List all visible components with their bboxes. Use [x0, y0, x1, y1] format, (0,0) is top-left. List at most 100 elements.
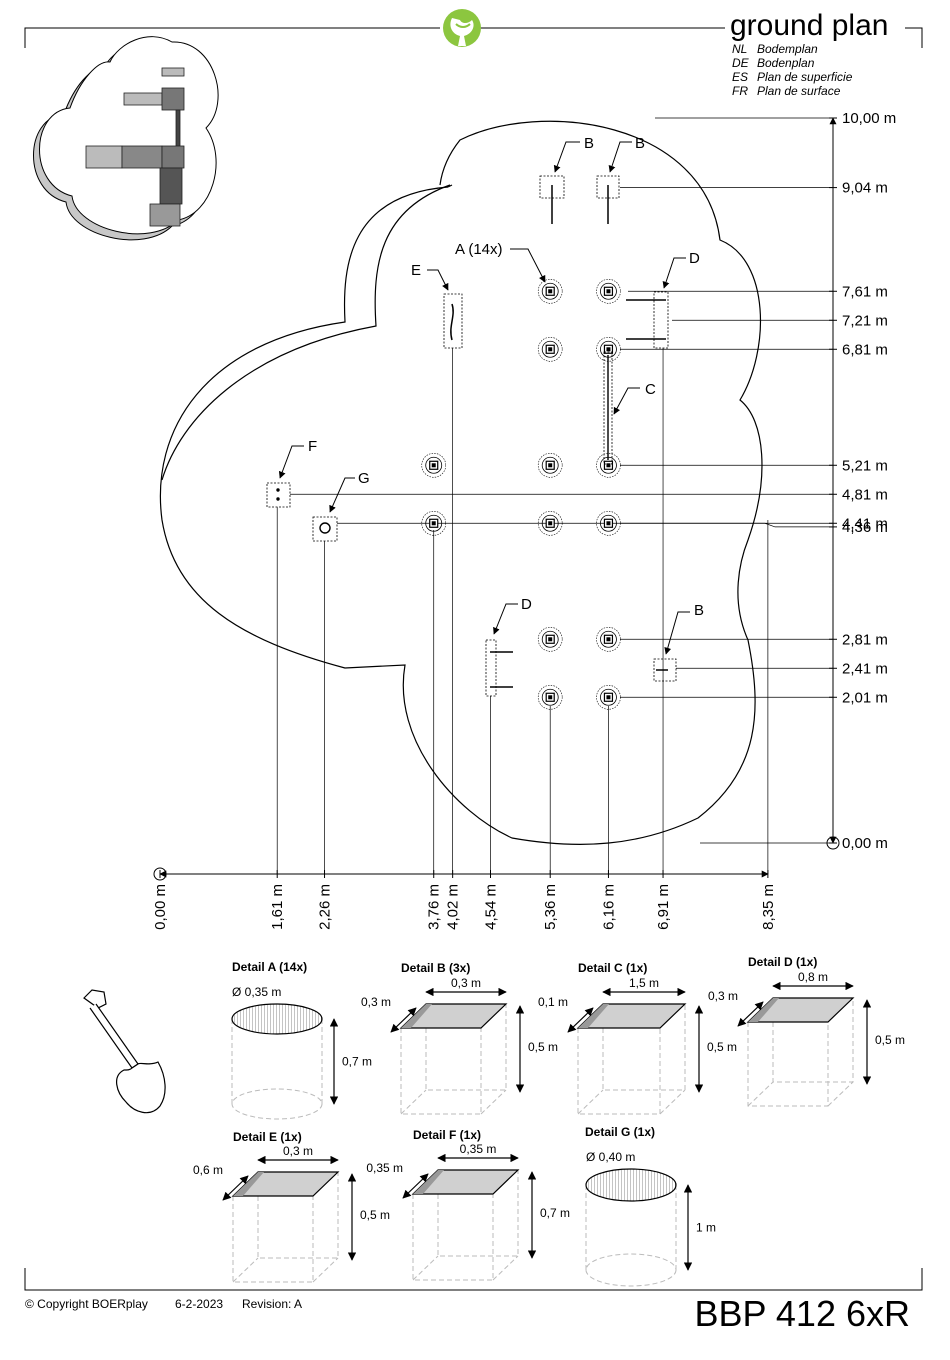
translation-text: Plan de surface [757, 84, 841, 98]
translation-code: ES [732, 70, 748, 84]
y-axis-label: 5,21 m [842, 457, 888, 474]
footing-a [421, 452, 447, 478]
footings-a [421, 278, 621, 710]
y-extension-line [620, 522, 833, 528]
detail-cylinder: Ø 0,40 m 1 m [585, 1150, 716, 1287]
translation-code: FR [732, 84, 748, 98]
detail-title: Detail F (1x) [413, 1128, 481, 1142]
footing-c [603, 351, 613, 465]
x-axis-label: 5,36 m [542, 884, 559, 930]
detail-width-label: 0,3 m [451, 976, 481, 990]
detail-drawings: Detail A (14x)Ø 0,35 m0,7 m Detail B (3x)… [193, 955, 905, 1287]
callout-e-label: E [411, 262, 421, 279]
y-axis-label: 2,41 m [842, 660, 888, 677]
detail-drawing: Detail E (1x)0,3 m0,6 m0,5 m [193, 1130, 390, 1283]
overview-thumbnail [33, 36, 219, 241]
y-axis-label: 9,04 m [842, 180, 888, 197]
shovel-icon [83, 989, 166, 1114]
footing-a [596, 278, 621, 304]
x-axis-label: 4,02 m [445, 884, 462, 930]
detail-title: Detail A (14x) [232, 960, 307, 974]
footing-a [596, 452, 621, 478]
footing-a [537, 684, 563, 710]
detail-box: 0,8 m0,3 m0,5 m [708, 970, 905, 1107]
detail-drawing: Detail F (1x)0,35 m0,35 m0,7 m [366, 1128, 570, 1281]
detail-diameter-label: Ø 0,40 m [586, 1150, 635, 1164]
footing-a [596, 626, 621, 652]
play-area-outline [159, 120, 763, 845]
detail-drawing: Detail C (1x)1,5 m 0,1 m 0,5 m [538, 961, 737, 1115]
footing-a [537, 510, 563, 536]
detail-box: 0,35 m 0,35 m 0,7 m [366, 1142, 570, 1281]
detail-width-label: 0,35 m [460, 1142, 497, 1156]
detail-drawing: Detail A (14x)Ø 0,35 m0,7 m [231, 960, 372, 1120]
detail-height-label: 0,7 m [342, 1055, 372, 1069]
translation-code: NL [732, 42, 747, 56]
callout-c-label: C [645, 381, 656, 398]
y-axis-label: 10,00 m [842, 110, 896, 127]
detail-depth-label: 0,1 m [538, 995, 568, 1009]
detail-title: Detail G (1x) [585, 1125, 655, 1139]
model-number: BBP 412 6xR [695, 1293, 910, 1334]
detail-width-label: 1,5 m [629, 976, 659, 990]
detail-depth-label: 0,3 m [361, 995, 391, 1009]
callout-b-label: B [635, 135, 645, 152]
dimension-axes [153, 117, 840, 881]
footing-d-upper [626, 291, 669, 349]
detail-title: Detail D (1x) [748, 955, 817, 969]
detail-box: 0,3 m 0,3 m 0,5 m [361, 976, 558, 1115]
x-axis-label: 6,16 m [600, 884, 617, 930]
translation-text: Plan de superficie [757, 70, 853, 84]
callout-f-label: F [308, 438, 317, 455]
x-axis-label: 1,61 m [269, 884, 286, 930]
y-axis-label: 4,36 m [842, 519, 888, 536]
boerplay-tree-logo-icon [443, 9, 481, 47]
x-axis-label: 4,54 m [483, 884, 500, 930]
detail-title: Detail B (3x) [401, 961, 470, 975]
detail-depth-label: 0,35 m [366, 1161, 403, 1175]
detail-height-label: 0,5 m [528, 1040, 558, 1054]
y-axis-label: 7,61 m [842, 283, 888, 300]
callout-g-label: G [358, 470, 370, 487]
y-axis-label: 0,00 m [842, 835, 888, 852]
detail-height-label: 0,5 m [360, 1208, 390, 1222]
detail-height-label: 0,7 m [540, 1206, 570, 1220]
footing-f [266, 482, 291, 508]
callout-b-label: B [694, 602, 704, 619]
footing-a [537, 278, 563, 304]
detail-width-label: 0,8 m [798, 970, 828, 984]
footing-e [443, 293, 463, 349]
detail-title: Detail C (1x) [578, 961, 647, 975]
posts-b [551, 185, 668, 671]
footing-g [312, 516, 338, 542]
footing-a [596, 510, 621, 536]
footing-d-lower [485, 639, 513, 697]
y-axis-label: 4,81 m [842, 486, 888, 503]
translation-code: DE [732, 56, 750, 70]
x-axis-label: 2,26 m [317, 884, 334, 930]
footer: © Copyright BOERplay 6-2-2023 Revision: … [25, 1293, 910, 1334]
footing-a [421, 510, 447, 536]
callout-d-label: D [689, 250, 700, 267]
detail-box: 1,5 m 0,1 m 0,5 m [538, 976, 737, 1115]
y-extension-lines [290, 117, 833, 844]
y-axis-label: 2,01 m [842, 689, 888, 706]
detail-height-label: 1 m [696, 1221, 716, 1235]
translation-text: Bodemplan [757, 42, 818, 56]
detail-height-label: 0,5 m [707, 1040, 737, 1054]
detail-box: 0,3 m0,6 m0,5 m [193, 1144, 390, 1283]
revision-text: Revision: A [242, 1297, 302, 1311]
callout-leaders [278, 141, 690, 655]
detail-title: Detail E (1x) [233, 1130, 302, 1144]
x-axis-label: 3,76 m [426, 884, 443, 930]
footing-a [537, 336, 563, 362]
y-axis-label: 4,41 m [842, 515, 888, 532]
copyright-text: © Copyright BOERplay [25, 1297, 148, 1311]
x-axis-label: 0,00 m [152, 884, 169, 930]
x-axis-label: 6,91 m [655, 884, 672, 930]
y-axis-label: 2,81 m [842, 631, 888, 648]
detail-depth-label: 0,6 m [193, 1163, 223, 1177]
